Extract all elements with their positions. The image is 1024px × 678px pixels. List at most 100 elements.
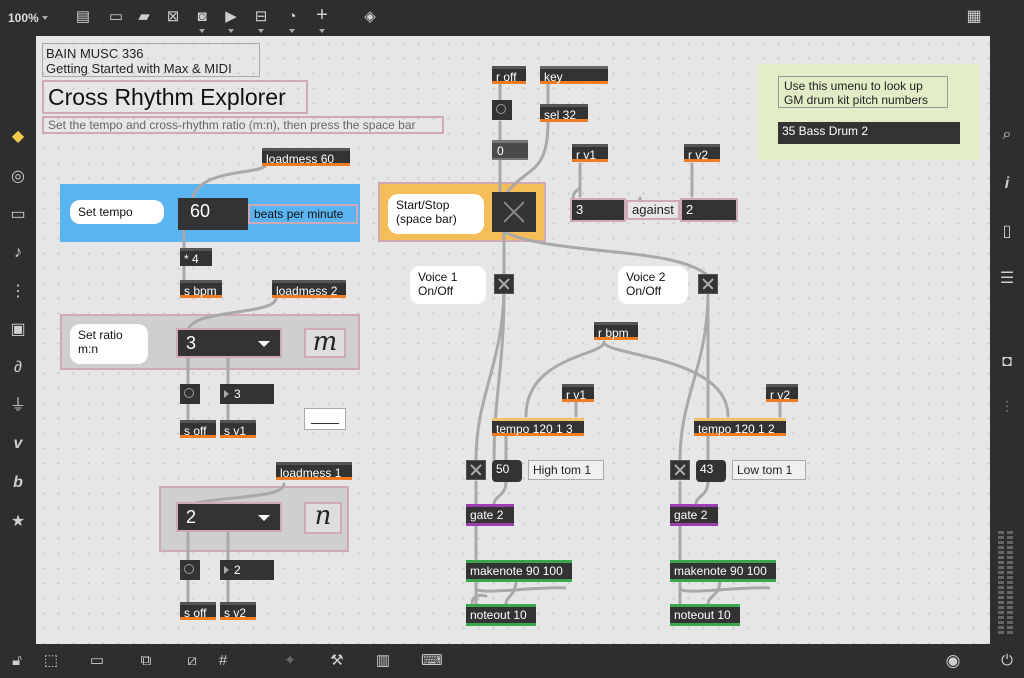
message-box-icon[interactable]: ▭ — [108, 8, 124, 25]
add-icon[interactable]: + — [316, 4, 328, 26]
receive-off[interactable]: r off — [492, 66, 526, 84]
packages-icon[interactable]: ◆ — [11, 128, 25, 145]
add-caret-icon[interactable] — [319, 29, 325, 33]
keyboard-icon[interactable]: ⌨ — [421, 652, 443, 669]
ratio-n-number[interactable]: 2 — [220, 560, 274, 580]
bottom-toolbar: 🔓︎ ⬚ ▭ ⧉ ⧄ # ✦ ⚒ ▥ ⌨ ◉ ⏻ — [0, 644, 1024, 678]
level-meter-left — [998, 531, 1004, 636]
toggle-icon[interactable]: ⊠ — [166, 8, 180, 25]
camera-icon[interactable]: ◘ — [1002, 353, 1012, 370]
main-toolbar: 100% ▤ ▭ ▰ ⊠ ◙ ▶ ⊟ ◔ + ◈ ▦ — [0, 0, 1024, 36]
zoom-label[interactable]: 100% — [8, 11, 39, 25]
piano-icon[interactable]: ▥ — [375, 652, 391, 669]
target-icon[interactable]: ◎ — [11, 168, 25, 185]
info-icon[interactable]: i — [1004, 175, 1010, 192]
mixer-icon[interactable]: ⫶ — [1004, 400, 1009, 417]
receive-v1-top[interactable]: r v1 — [572, 144, 608, 162]
voice2-toggle[interactable] — [698, 274, 718, 294]
v-icon[interactable]: v — [13, 435, 23, 452]
ratio-m-number[interactable]: 3 — [220, 384, 274, 404]
patch-cords — [182, 82, 782, 606]
lock-icon[interactable]: 🔓︎ — [12, 652, 22, 669]
presentation-mode-icon[interactable]: ▭ — [89, 652, 105, 669]
play-icon[interactable]: ▶ — [225, 8, 237, 25]
noteout-voice2[interactable]: noteout 10 — [670, 604, 740, 626]
send-bpm[interactable]: s bpm — [180, 280, 222, 298]
ratio-m-bang[interactable] — [180, 384, 200, 404]
m-label: m — [304, 328, 346, 358]
search-icon[interactable]: ⌕ — [1002, 126, 1012, 143]
grid-view-icon[interactable]: ▦ — [966, 8, 982, 25]
dial-caret-icon[interactable] — [289, 29, 295, 33]
slider-caret-icon[interactable] — [258, 29, 264, 33]
edit-mode-icon[interactable]: ⬚ — [43, 652, 59, 669]
voice1-callout: Voice 1 On/Off — [410, 266, 486, 304]
debug-icon[interactable]: ⧄ — [187, 652, 197, 669]
sequence-icon[interactable]: ⋮ — [10, 283, 26, 300]
audio-play-icon[interactable]: ◉ — [945, 651, 961, 670]
ratio-n-bang[interactable] — [180, 560, 200, 580]
pitch-v2-number[interactable]: 43 — [696, 460, 726, 482]
b-icon[interactable]: b — [13, 474, 23, 491]
noteout-voice1[interactable]: noteout 10 — [466, 604, 536, 626]
wrench-icon[interactable]: ⚒ — [330, 652, 344, 669]
gate-voice1[interactable]: gate 2 — [466, 504, 514, 526]
grid-icon[interactable]: # — [218, 652, 228, 669]
drum-kit-umenu[interactable]: 35 Bass Drum 2 — [778, 122, 960, 144]
makenote-voice2[interactable]: makenote 90 100 — [670, 560, 776, 582]
ratio-m-umenu[interactable]: 3 — [176, 328, 282, 358]
ratio-n-umenu[interactable]: 2 — [176, 502, 282, 532]
ratio-n-display[interactable]: 2 — [680, 198, 738, 222]
makenote-voice1[interactable]: makenote 90 100 — [466, 560, 572, 582]
voice2-gate-toggle[interactable] — [670, 460, 690, 480]
plug-icon[interactable]: ⏚ — [9, 397, 26, 414]
magic-icon[interactable]: ✦ — [283, 652, 297, 669]
ratio-m-display[interactable]: 3 — [570, 198, 626, 222]
dial-icon[interactable]: ◔ — [287, 8, 297, 25]
multiply-four[interactable]: * 4 — [180, 248, 212, 266]
button-caret-icon[interactable] — [199, 29, 205, 33]
course-title: Getting Started with Max & MIDI — [46, 61, 232, 76]
gate-voice2[interactable]: gate 2 — [670, 504, 718, 526]
zoom-caret-icon[interactable] — [42, 16, 48, 20]
receive-v2-top[interactable]: r v2 — [684, 144, 720, 162]
loadmess-ratio-n[interactable]: loadmess 1 — [276, 462, 352, 480]
image-icon[interactable]: ▣ — [10, 321, 26, 338]
start-stop-toggle[interactable] — [492, 192, 536, 232]
tempo-voice2[interactable]: tempo 120 1 2 — [694, 418, 786, 436]
pitch-v1-number[interactable]: 50 — [492, 460, 522, 482]
loadmess-tempo[interactable]: loadmess 60 — [262, 148, 350, 166]
paint-icon[interactable]: ◈ — [364, 8, 376, 25]
tempo-number-box[interactable]: 60 — [178, 198, 248, 230]
tempo-voice1[interactable]: tempo 120 1 3 — [492, 418, 584, 436]
receive-v1[interactable]: r v1 — [562, 384, 594, 402]
receive-bpm[interactable]: r bpm — [594, 322, 638, 340]
send-v2[interactable]: s v2 — [220, 602, 256, 620]
zero-message[interactable]: 0 — [492, 140, 528, 160]
tv-icon[interactable]: ▭ — [10, 206, 26, 223]
button-icon[interactable]: ◙ — [197, 8, 207, 25]
send-off-2[interactable]: s off — [180, 602, 216, 620]
key-object[interactable]: key — [540, 66, 608, 84]
voice1-gate-toggle[interactable] — [466, 460, 486, 480]
loadmess-ratio-m[interactable]: loadmess 2 — [272, 280, 346, 298]
star-icon[interactable]: ★ — [10, 513, 26, 530]
power-icon[interactable]: ⏻ — [1001, 652, 1013, 669]
presentation-icon[interactable]: ▤ — [75, 8, 91, 25]
slider-icon[interactable]: ⊟ — [254, 8, 268, 25]
list-icon[interactable]: ☰ — [999, 270, 1015, 287]
attachment-icon[interactable]: ∂ — [14, 359, 22, 376]
windows-icon[interactable]: ⧉ — [140, 652, 152, 669]
off-bang[interactable] — [492, 100, 512, 120]
receive-v2[interactable]: r v2 — [766, 384, 798, 402]
comment-icon[interactable]: ▰ — [138, 8, 150, 25]
play-caret-icon[interactable] — [228, 29, 234, 33]
send-off-1[interactable]: s off — [180, 420, 216, 438]
book-icon[interactable]: ▯ — [1002, 223, 1012, 240]
select-space[interactable]: sel 32 — [540, 104, 588, 122]
patch-canvas[interactable]: BAIN MUSC 336 Getting Started with Max &… — [36, 36, 990, 644]
note-icon[interactable]: ♪ — [14, 244, 22, 261]
voice1-toggle[interactable] — [494, 274, 514, 294]
send-v1[interactable]: s v1 — [220, 420, 256, 438]
info-panel — [758, 64, 980, 160]
